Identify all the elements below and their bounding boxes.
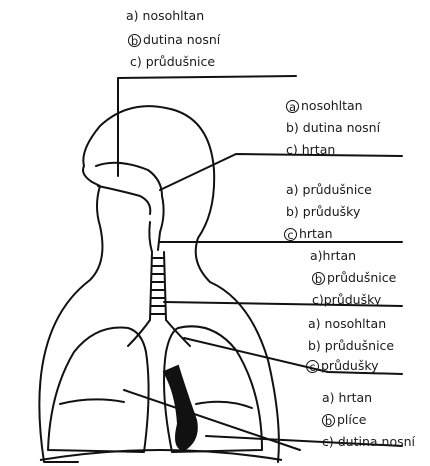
q1-option-a-letter: a)	[126, 8, 139, 23]
q6-option-b-letter-circled: b	[322, 414, 335, 427]
q2-option-b-letter: b)	[286, 120, 299, 135]
trachea-left	[150, 252, 152, 320]
q2-option-c[interactable]: c) hrtan	[286, 142, 335, 157]
q6-option-c-text: dutina nosní	[338, 434, 415, 449]
q1-option-c[interactable]: c) průdušnice	[130, 54, 215, 69]
q1-option-a[interactable]: a) nosohltan	[126, 8, 204, 23]
q4-option-a[interactable]: a)hrtan	[310, 248, 356, 263]
q6-option-c-letter: c)	[322, 434, 334, 449]
q5-option-b-letter: b)	[308, 338, 321, 353]
leader-line-6a	[124, 390, 300, 450]
q1-option-a-text: nosohltan	[143, 8, 205, 23]
q6-option-a-text: hrtan	[339, 390, 373, 405]
q3-option-b-text: průdušky	[303, 204, 361, 219]
q4-option-b-text: průdušnice	[327, 270, 396, 285]
q3-option-a[interactable]: a) průdušnice	[286, 182, 372, 197]
q4-option-b-letter-circled: b	[312, 272, 325, 285]
body-outline	[39, 106, 279, 462]
q3-option-c-letter-circled: c	[284, 228, 297, 241]
q6-option-a[interactable]: a) hrtan	[322, 390, 372, 405]
bronchus-right	[166, 320, 190, 346]
q3-option-a-text: průdušnice	[303, 182, 372, 197]
q5-option-a[interactable]: a) nosohltan	[308, 316, 386, 331]
q2-option-b-text: dutina nosní	[303, 120, 380, 135]
q1-option-c-letter: c)	[130, 54, 142, 69]
q1-option-b-text: dutina nosní	[143, 32, 220, 47]
left-lung	[48, 328, 149, 453]
q2-option-a-letter-circled: a	[286, 100, 299, 113]
q2-option-a-text: nosohltan	[301, 98, 363, 113]
q4-option-a-letter: a)	[310, 248, 323, 263]
q4-option-a-text: hrtan	[323, 248, 357, 263]
q5-option-c-letter-circled: c	[306, 360, 319, 373]
lung-fissure-right	[196, 402, 252, 408]
bronchus-left	[128, 320, 150, 346]
q3-option-b[interactable]: b) průdušky	[286, 204, 360, 219]
q5-option-c-text: průdušky	[321, 358, 379, 373]
q2-option-b[interactable]: b) dutina nosní	[286, 120, 380, 135]
lung-fissure-left	[60, 399, 124, 404]
q4-option-c[interactable]: c)průdušky	[312, 292, 381, 307]
q2-option-c-letter: c)	[286, 142, 298, 157]
q5-option-b[interactable]: b) průdušnice	[308, 338, 394, 353]
q4-option-c-letter: c)	[312, 292, 324, 307]
larynx	[149, 222, 152, 252]
leader-line-1	[118, 76, 296, 176]
q6-option-b-text: plíce	[337, 412, 366, 427]
q3-option-a-letter: a)	[286, 182, 299, 197]
mouth-cavity	[98, 186, 150, 214]
q3-option-b-letter: b)	[286, 204, 299, 219]
q3-option-c-text: hrtan	[299, 226, 333, 241]
q6-option-a-letter: a)	[322, 390, 335, 405]
q1-option-b-letter-circled: b	[128, 34, 141, 47]
nasal-cavity	[96, 163, 162, 196]
q5-option-a-letter: a)	[308, 316, 321, 331]
q2-option-c-text: hrtan	[302, 142, 336, 157]
q5-option-b-text: průdušnice	[325, 338, 394, 353]
q1-option-c-text: průdušnice	[146, 54, 215, 69]
q6-option-c[interactable]: c) dutina nosní	[322, 434, 415, 449]
trachea-right	[164, 252, 166, 320]
q5-option-a-text: nosohltan	[325, 316, 387, 331]
q4-option-c-text: průdušky	[324, 292, 382, 307]
